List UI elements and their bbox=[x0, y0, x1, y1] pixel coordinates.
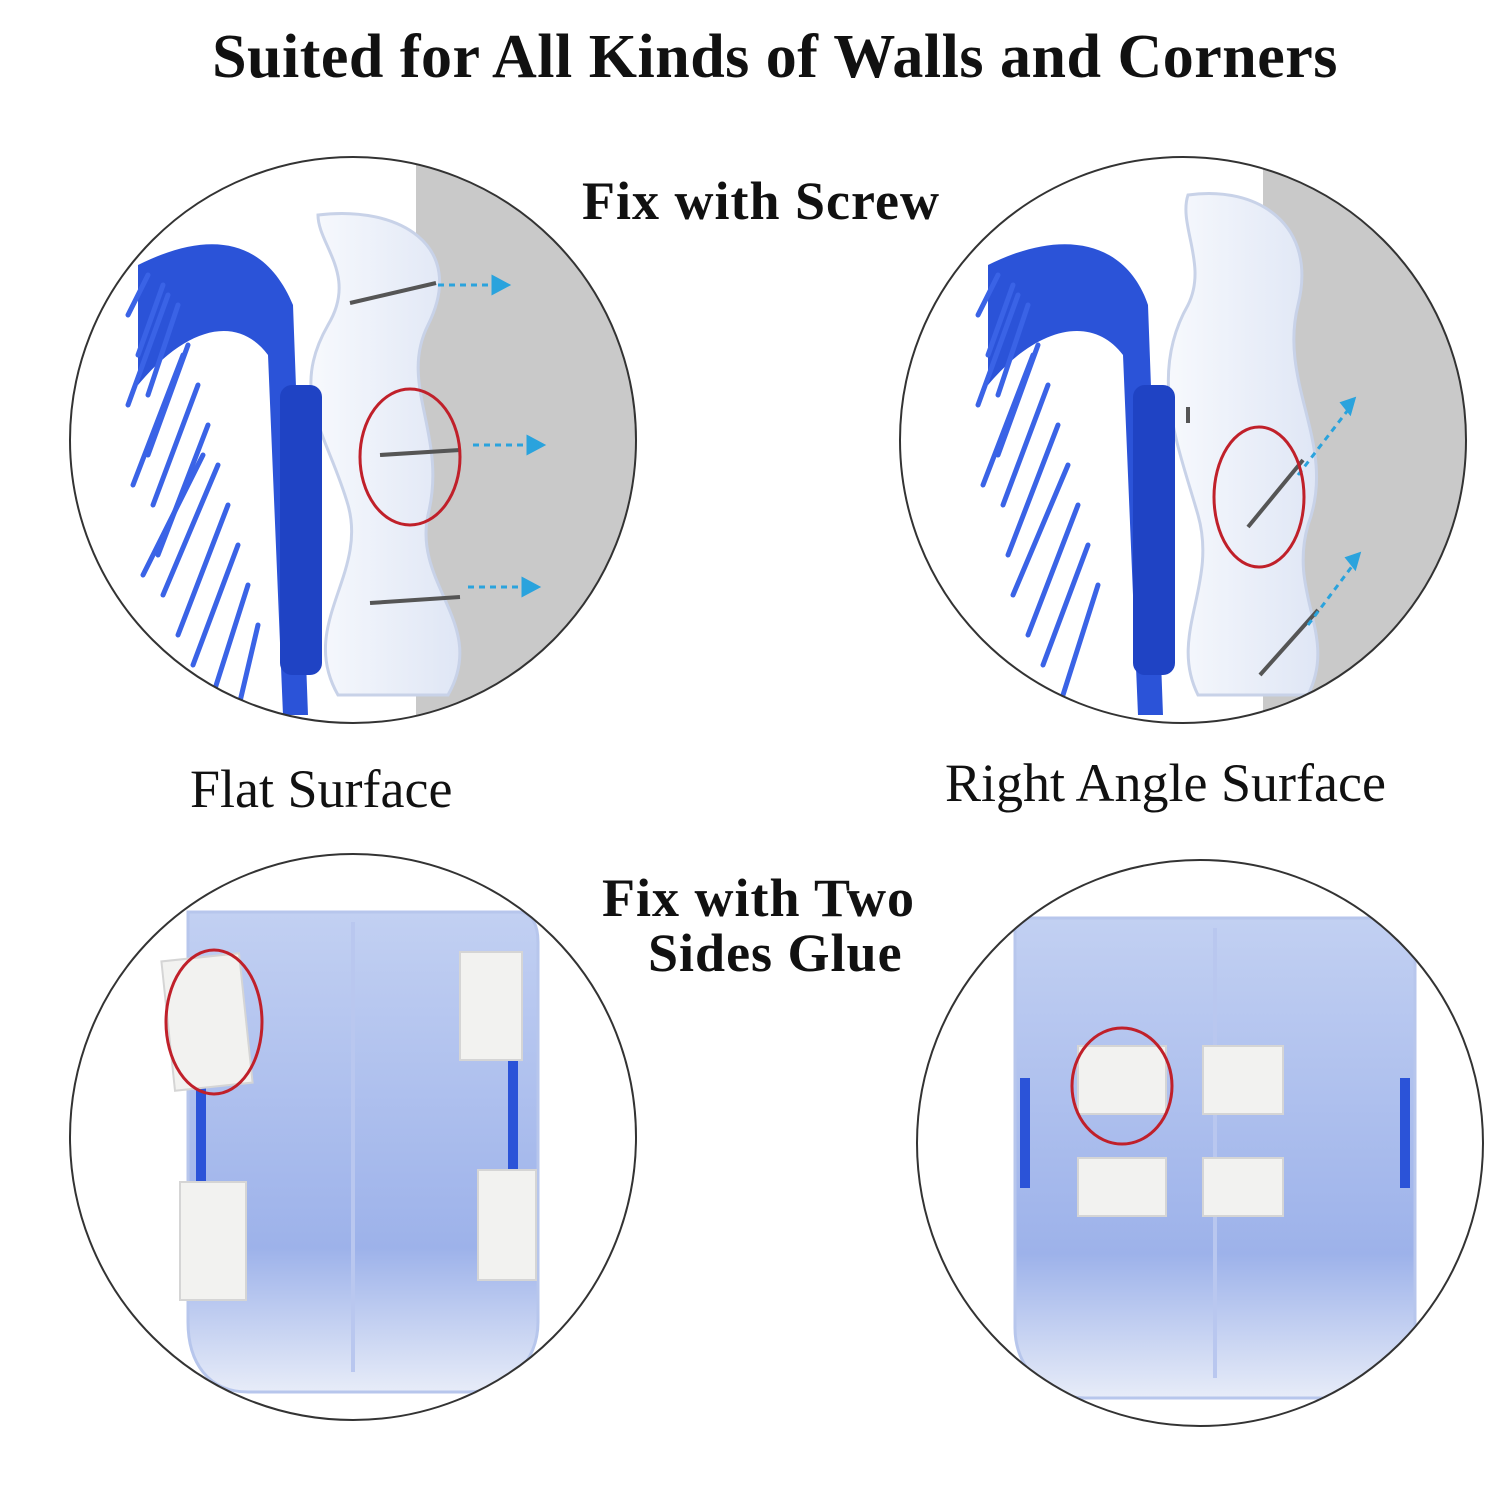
flat-glue-illustration bbox=[69, 853, 637, 1421]
highlight-circle-icon bbox=[164, 948, 264, 1096]
white-base-mount bbox=[1166, 192, 1320, 697]
page-title: Suited for All Kinds of Walls and Corner… bbox=[212, 23, 1338, 91]
screw-icon bbox=[1186, 407, 1320, 677]
glue-section-heading-line1: Fix with Two bbox=[602, 868, 916, 928]
screw-icon bbox=[349, 281, 461, 605]
blue-brush bbox=[975, 244, 1175, 715]
screw-section-heading: Fix with Screw bbox=[582, 171, 940, 231]
blue-brush bbox=[125, 244, 322, 715]
arrow-right-icon bbox=[1296, 396, 1362, 626]
flat-surface-screw-illustration bbox=[69, 156, 637, 724]
glue-section-heading-line2: Sides Glue bbox=[648, 923, 903, 983]
adhesive-tape-icon bbox=[1077, 1045, 1284, 1217]
right-angle-screw-illustration bbox=[899, 156, 1467, 724]
right-angle-glue-illustration bbox=[916, 859, 1484, 1427]
adhesive-tape-icon bbox=[160, 951, 537, 1301]
right-angle-surface-label: Right Angle Surface bbox=[945, 753, 1386, 813]
highlight-circle-icon bbox=[1212, 425, 1306, 569]
highlight-circle-icon bbox=[358, 387, 462, 527]
flat-surface-label: Flat Surface bbox=[190, 759, 453, 819]
arrow-right-icon bbox=[438, 274, 547, 598]
highlight-circle-icon bbox=[1070, 1026, 1174, 1146]
